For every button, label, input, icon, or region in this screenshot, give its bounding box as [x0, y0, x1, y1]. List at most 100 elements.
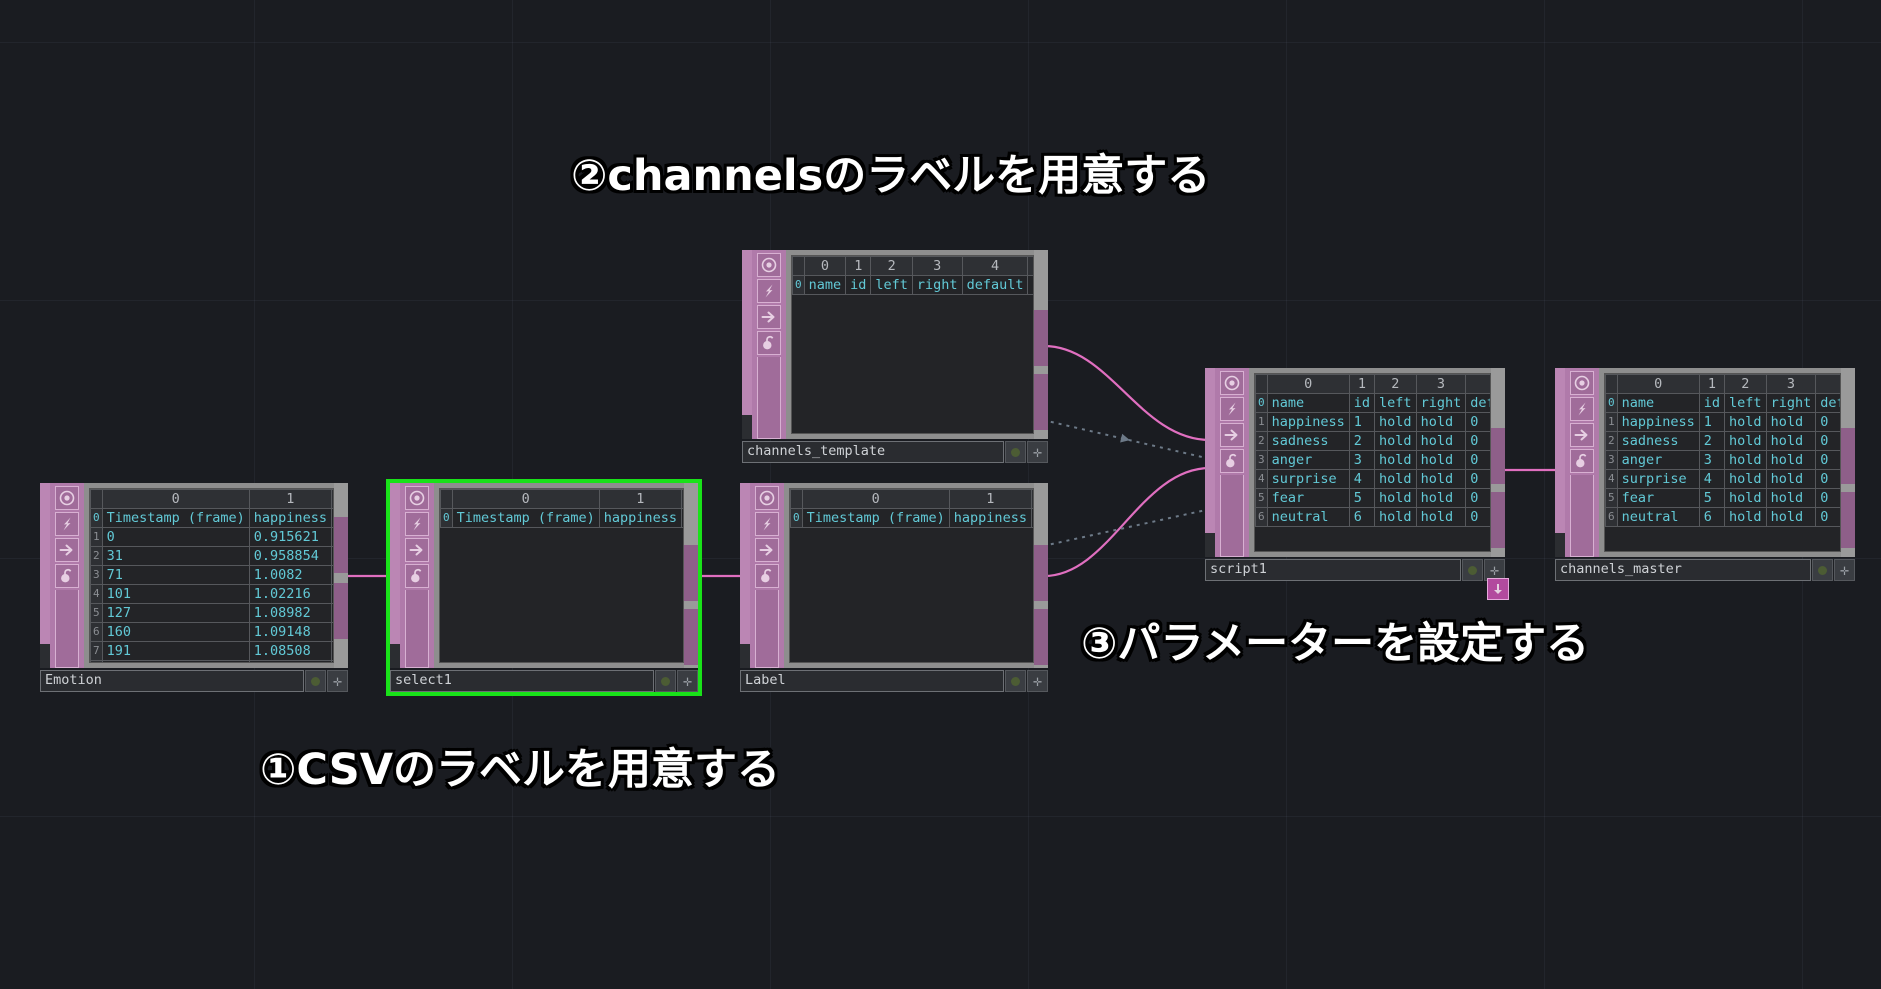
table-viewer[interactable]: 0 1 2 0 Timestamp (frame) happiness sadn: [434, 483, 698, 668]
table-cell[interactable]: 1.09148: [248, 622, 332, 642]
table-cell[interactable]: fear: [1616, 488, 1700, 508]
data-table-wrap[interactable]: 0 1 2 3 4 0 name id left: [1604, 373, 1841, 552]
vertical-scrollbar[interactable]: [684, 483, 698, 668]
table-cell[interactable]: id: [845, 275, 872, 295]
cook-indicator-button[interactable]: [1462, 559, 1483, 581]
table-cell[interactable]: 0: [1465, 469, 1490, 489]
output-connector[interactable]: [1034, 609, 1048, 665]
table-row[interactable]: 1 0 0.915621 0.5: [90, 527, 333, 547]
table-cell[interactable]: Timestamp (frame): [101, 508, 250, 528]
table-cell[interactable]: 0: [1815, 469, 1840, 489]
node-flags[interactable]: [400, 483, 434, 668]
table-row[interactable]: 7 191 1.08508 0.8: [90, 641, 333, 661]
table-row[interactable]: 0 Timestamp (frame) happiness sad: [90, 508, 333, 528]
table-cell[interactable]: right: [911, 275, 963, 295]
table-cell[interactable]: name: [1266, 393, 1350, 413]
viewer-flag-icon[interactable]: [55, 486, 79, 510]
col-header[interactable]: 1: [598, 489, 682, 509]
table-row[interactable]: 0 Timestamp (frame) happiness sadn: [440, 508, 683, 528]
table-cell[interactable]: 0: [1815, 431, 1840, 451]
node-flags[interactable]: [1565, 368, 1599, 557]
col-header[interactable]: 1: [948, 489, 1032, 509]
node-name-field[interactable]: channels_master: [1555, 559, 1811, 581]
col-header[interactable]: 4: [1465, 374, 1490, 394]
table-cell[interactable]: happiness: [248, 508, 332, 528]
bypass-flag-icon[interactable]: [1220, 397, 1244, 421]
col-header[interactable]: 3: [911, 256, 963, 276]
table-cell[interactable]: hold: [1415, 507, 1467, 527]
data-table-wrap[interactable]: 0 1 2 3 4 0 name id left: [1254, 373, 1491, 552]
table-row[interactable]: 4 101 1.02216 0.6: [90, 584, 333, 604]
cook-indicator-button[interactable]: [1005, 441, 1026, 463]
clone-flag-icon[interactable]: [55, 538, 79, 562]
table-cell[interactable]: 0: [1465, 450, 1490, 470]
table-cell[interactable]: sadn: [1030, 508, 1033, 528]
table-cell[interactable]: 0: [1815, 450, 1840, 470]
table-cell[interactable]: hold: [1374, 431, 1417, 451]
table-cell[interactable]: sadness: [1266, 431, 1350, 451]
table-cell[interactable]: hold: [1724, 469, 1767, 489]
table-cell[interactable]: hold: [1415, 488, 1467, 508]
node-channels-master[interactable]: 0 1 2 3 4 0 name id left: [1555, 368, 1855, 581]
table-cell[interactable]: 1.08508: [248, 641, 332, 661]
table-row[interactable]: 5 fear 5 hold hold 0: [1255, 488, 1490, 508]
output-connector[interactable]: [1491, 428, 1505, 484]
expand-button[interactable]: ✛: [677, 670, 698, 692]
output-connector[interactable]: [1841, 428, 1855, 484]
table-cell[interactable]: surprise: [1266, 469, 1350, 489]
lock-flag-icon[interactable]: [1220, 449, 1244, 473]
table-cell[interactable]: 229: [101, 660, 250, 662]
col-header[interactable]: 0: [1616, 374, 1700, 394]
table-cell[interactable]: left: [1724, 393, 1767, 413]
lock-flag-icon[interactable]: [55, 564, 79, 588]
col-header[interactable]: 1: [845, 256, 872, 276]
table-cell[interactable]: hold: [1765, 450, 1817, 470]
table-cell[interactable]: happiness: [948, 508, 1032, 528]
node-name-field[interactable]: Label: [740, 670, 1004, 692]
output-connector[interactable]: [334, 583, 348, 639]
data-table-wrap[interactable]: 0 1 2 0 Timestamp (frame) happiness sad: [89, 488, 334, 663]
table-cell[interactable]: 5: [1348, 488, 1376, 508]
output-connector[interactable]: [1491, 492, 1505, 548]
col-header[interactable]: 1: [248, 489, 332, 509]
table-cell[interactable]: 0: [1465, 412, 1490, 432]
output-connector[interactable]: [1034, 374, 1048, 430]
table-cell[interactable]: sadn: [680, 508, 683, 528]
table-cell[interactable]: hold: [1415, 469, 1467, 489]
data-table-wrap[interactable]: 0 1 2 3 4 5 0 name id lef: [791, 255, 1034, 434]
table-cell[interactable]: 0: [1815, 488, 1840, 508]
table-cell[interactable]: 2: [1348, 431, 1376, 451]
table-cell[interactable]: 160: [101, 622, 250, 642]
table-cell[interactable]: right: [1765, 393, 1817, 413]
table-cell[interactable]: 4: [1698, 469, 1726, 489]
expand-button[interactable]: ✛: [1027, 441, 1048, 463]
table-cell[interactable]: left: [870, 275, 913, 295]
table-viewer[interactable]: 0 1 2 0 Timestamp (frame) happiness sad: [84, 483, 348, 668]
node-flags[interactable]: [750, 483, 784, 668]
bypass-flag-icon[interactable]: [55, 512, 79, 536]
bypass-flag-icon[interactable]: [1570, 397, 1594, 421]
table-cell[interactable]: 0: [1815, 507, 1840, 527]
table-cell[interactable]: default: [961, 275, 1029, 295]
table-cell[interactable]: Timestamp (frame): [451, 508, 600, 528]
table-cell[interactable]: default: [1815, 393, 1840, 413]
table-row[interactable]: 5 127 1.08982 0.7: [90, 603, 333, 623]
table-cell[interactable]: 3: [1348, 450, 1376, 470]
vertical-scrollbar[interactable]: [1841, 368, 1855, 557]
table-row[interactable]: 0 Timestamp (frame) happiness sadn: [790, 508, 1033, 528]
table-cell[interactable]: 0: [101, 527, 250, 547]
table-cell[interactable]: hold: [1374, 412, 1417, 432]
table-cell[interactable]: 5: [1698, 488, 1726, 508]
clone-flag-icon[interactable]: [755, 538, 779, 562]
node-footer[interactable]: channels_template ✛: [742, 441, 1048, 463]
table-cell[interactable]: hold: [1765, 412, 1817, 432]
node-name-field[interactable]: Emotion: [40, 670, 304, 692]
table-cell[interactable]: hold: [1415, 431, 1467, 451]
clone-flag-icon[interactable]: [757, 305, 781, 329]
col-header[interactable]: 2: [870, 256, 913, 276]
lock-flag-icon[interactable]: [755, 564, 779, 588]
table-cell[interactable]: left: [1374, 393, 1417, 413]
table-cell[interactable]: name: [803, 275, 847, 295]
col-header[interactable]: 2: [1724, 374, 1767, 394]
